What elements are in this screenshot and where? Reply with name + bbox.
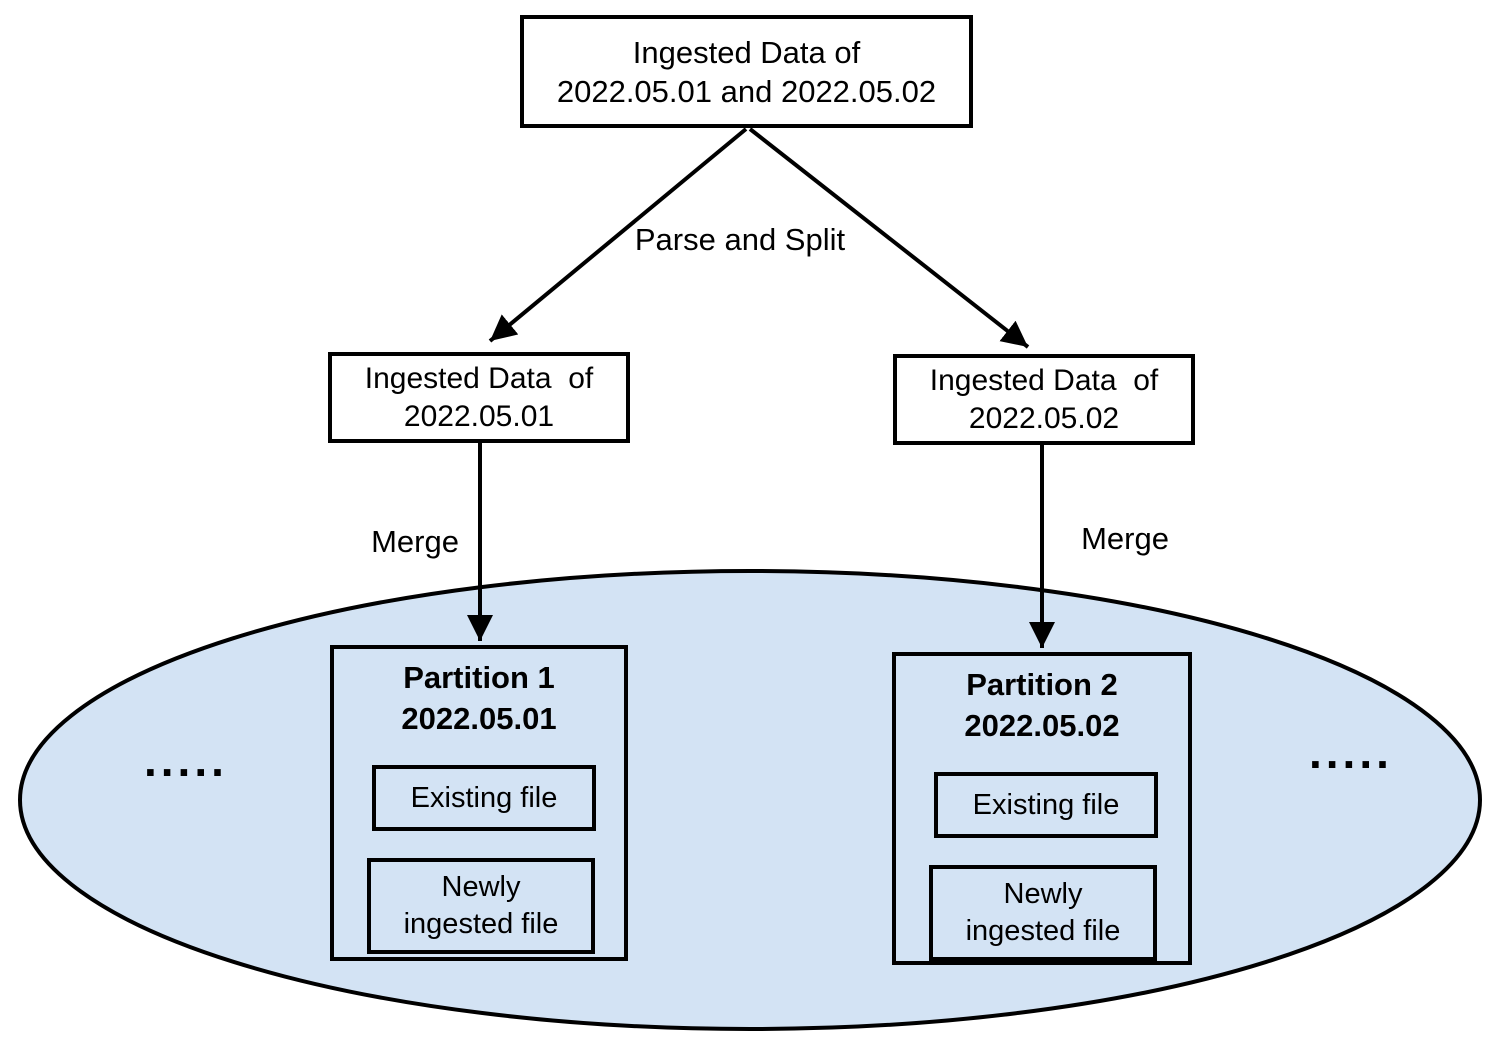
parse-split-label: Parse and Split	[634, 222, 846, 257]
ingest-right-line2: 2022.05.02	[968, 401, 1120, 435]
ingested-data-left-box: Ingested Data of 2022.05.01	[328, 352, 630, 443]
partition-2-box: Partition 2 2022.05.02 Existing file New…	[892, 652, 1192, 965]
ingest-left-line1: Ingested Data of	[364, 361, 594, 395]
partition-2-newly-ingested-file-box: Newly ingested file	[929, 865, 1157, 961]
newly-file-line2: ingested file	[403, 908, 559, 940]
merge-right-label: Merge	[1081, 521, 1169, 556]
root-box-line2: 2022.05.01 and 2022.05.02	[556, 73, 937, 109]
ingested-data-right-box: Ingested Data of 2022.05.02	[893, 354, 1195, 445]
partition-1-date: 2022.05.01	[401, 701, 557, 736]
partition-2-title: Partition 2	[966, 667, 1118, 702]
newly-file-line1: Newly	[441, 871, 521, 903]
partition-1-title: Partition 1	[403, 660, 555, 695]
partition-2-existing-file-box: Existing file	[934, 772, 1158, 838]
ellipsis-left: .....	[144, 734, 228, 786]
ingest-left-line2: 2022.05.01	[403, 399, 555, 433]
newly-file-line1: Newly	[1003, 878, 1083, 910]
parse-split-arrow-left	[488, 127, 748, 343]
partition-1-box: Partition 1 2022.05.01 Existing file New…	[330, 645, 628, 961]
parse-split-arrow-right	[748, 127, 1030, 349]
ingest-right-line1: Ingested Data of	[929, 363, 1159, 397]
merge-left-label: Merge	[371, 524, 459, 559]
root-box-line1: Ingested Data of	[632, 34, 861, 70]
existing-file-label: Existing file	[410, 781, 558, 814]
partition-2-date: 2022.05.02	[964, 708, 1120, 743]
existing-file-label: Existing file	[972, 788, 1120, 821]
root-ingested-data-box: Ingested Data of 2022.05.01 and 2022.05.…	[520, 15, 973, 128]
ellipsis-right: .....	[1309, 726, 1393, 778]
partition-1-existing-file-box: Existing file	[372, 765, 596, 831]
partition-1-newly-ingested-file-box: Newly ingested file	[367, 858, 595, 954]
storage-ellipse	[18, 569, 1482, 1031]
newly-file-line2: ingested file	[965, 915, 1121, 947]
